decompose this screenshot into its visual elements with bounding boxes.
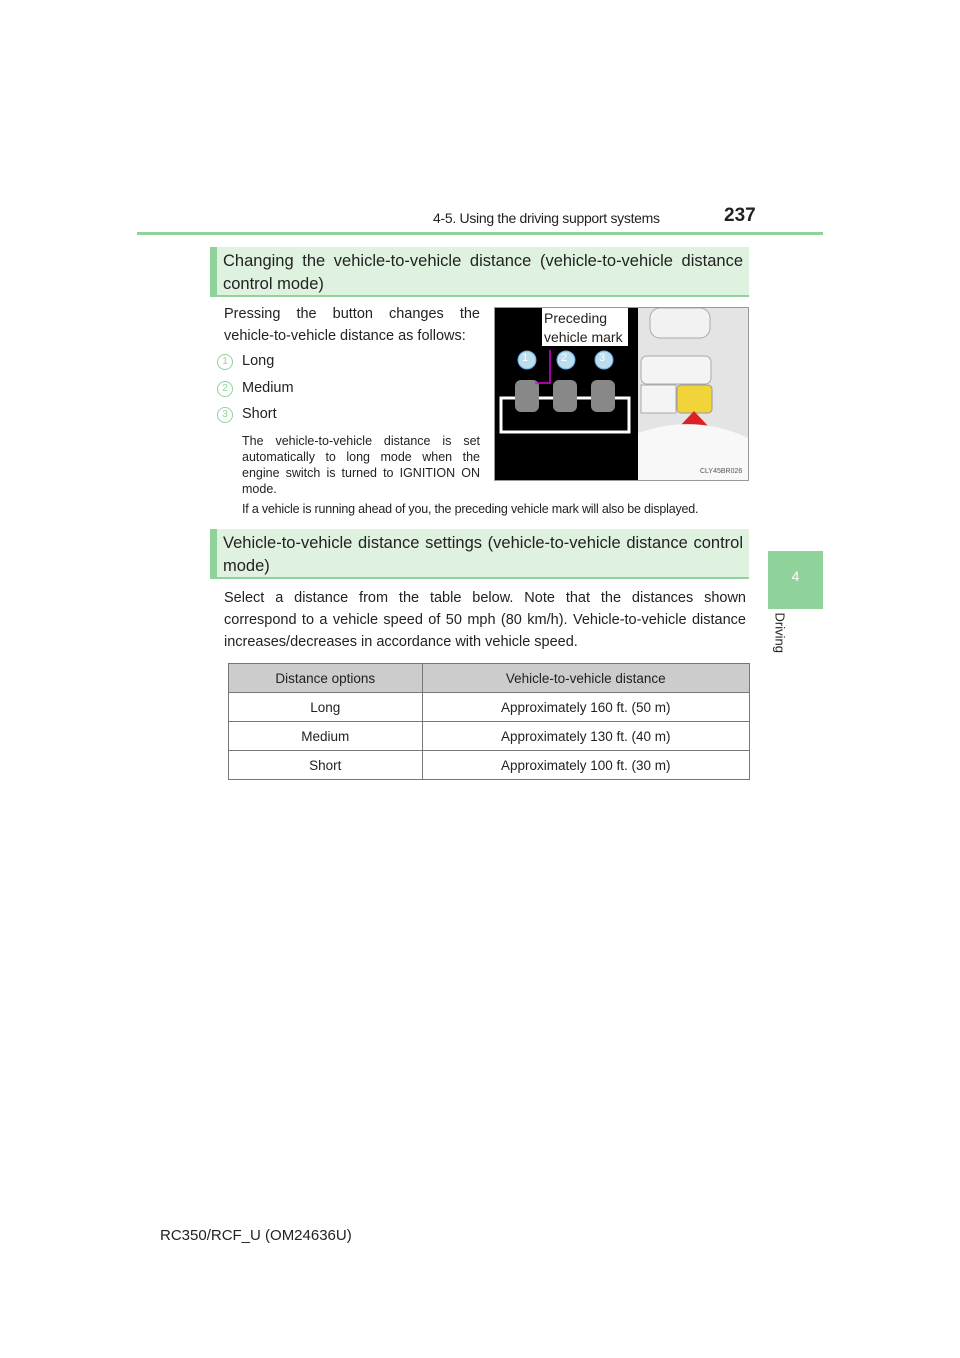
note-text-2: If a vehicle is running ahead of you, th…: [242, 502, 699, 516]
chapter-title: 4-5. Using the driving support systems: [433, 210, 660, 226]
body-text: Select a distance from the table below. …: [224, 590, 746, 650]
table-cell: Approximately 160 ft. (50 m): [421, 692, 751, 722]
header-divider: [137, 232, 823, 235]
section-heading-2: Vehicle-to-vehicle distance settings (ve…: [210, 529, 749, 579]
section-heading-1: Changing the vehicle-to-vehicle distance…: [210, 247, 749, 297]
note-text: The vehicle-to-vehicle distance is set a…: [242, 434, 480, 496]
table-cell: Long: [228, 692, 423, 722]
table-cell: Medium: [228, 721, 423, 751]
figure-number: 2: [561, 352, 568, 364]
table-cell: Approximately 130 ft. (40 m): [421, 721, 751, 751]
column-header: Distance options: [228, 663, 423, 693]
figure-steering-switch: Preceding vehicle mark 1 2 3 CLY45BR026: [494, 307, 749, 481]
figure-code: CLY45BR026: [700, 468, 743, 475]
table-cell: Short: [228, 750, 423, 780]
chapter-tab-label: Driving: [772, 612, 788, 653]
footer-model-code: RC350/RCF_U (OM24636U): [160, 1227, 352, 1244]
chapter-tab: 4: [768, 551, 823, 609]
intro-text: Pressing the button changes the vehicle-…: [224, 306, 480, 344]
table-cell: Approximately 100 ft. (30 m): [421, 750, 751, 780]
figure-callout: Preceding vehicle mark: [544, 310, 623, 345]
figure-number: 1: [522, 352, 529, 364]
figure-number: 3: [599, 352, 606, 364]
page-number: 237: [724, 205, 756, 226]
column-header: Vehicle-to-vehicle distance: [421, 663, 751, 693]
